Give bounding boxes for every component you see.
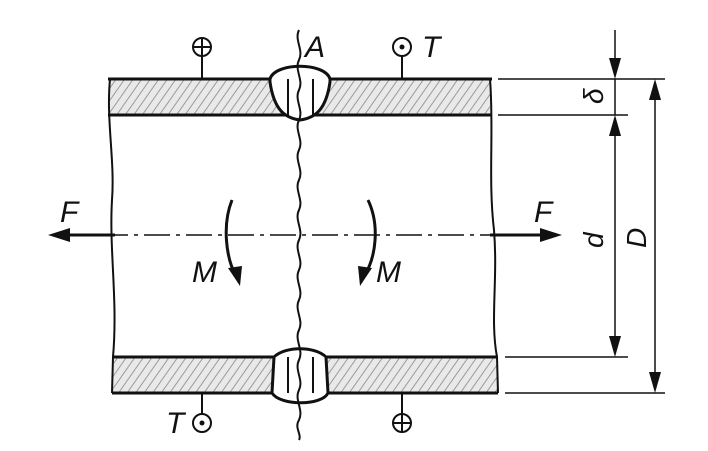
circle-plus-icon-top [192,37,212,79]
thickness-dimension [609,30,621,115]
outer-diameter-label: D [621,228,652,248]
section-break-line [296,29,302,441]
moment-arrow-left [224,199,242,286]
moment-arrow-right [358,199,377,286]
inner-diameter-label: d [578,231,609,248]
outer-diameter-dimension [649,79,661,393]
circle-dot-icon-top [392,37,412,79]
force-label-right: F [534,196,554,229]
tension-label-top: T [422,31,443,64]
force-label-left: F [60,196,80,229]
force-arrow-left [48,228,115,242]
circle-plus-icon-bottom [392,393,412,433]
right-break-line [489,78,499,394]
force-arrow-right [490,228,562,242]
moment-label-left: M [192,256,217,289]
moment-label-right: M [376,256,401,289]
weld-label: A [303,31,325,64]
tension-label-bottom: T [166,407,187,440]
left-break-line [107,78,116,394]
circle-dot-icon-bottom [192,393,212,433]
thickness-label: δ [578,88,609,104]
inner-diameter-dimension [609,115,621,357]
